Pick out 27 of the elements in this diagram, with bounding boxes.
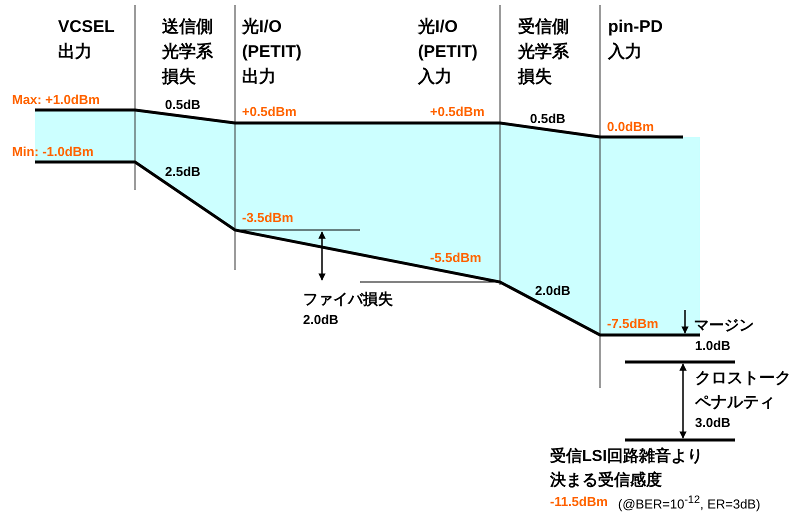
power-value: +0.5dBm xyxy=(430,104,485,120)
loss-name: クロストークペナルティ xyxy=(695,369,792,413)
loss-name: マージン xyxy=(694,317,754,335)
loss-value: 2.5dB xyxy=(165,164,200,180)
power-value: +0.5dBm xyxy=(242,104,297,120)
column-header: 光I/O (PETIT) 入力 xyxy=(418,16,478,88)
loss-value: 2.0dB xyxy=(535,283,570,299)
column-header: pin-PD 入力 xyxy=(608,16,664,63)
power-value: -7.5dBm xyxy=(607,316,658,332)
power-value: -5.5dBm xyxy=(430,250,482,266)
loss-value: 1.0dB xyxy=(695,338,730,354)
condition-note: (@BER=10$^{-12}$, ER=3dB) xyxy=(618,494,760,512)
column-header: 光I/O (PETIT) 出力 xyxy=(242,16,302,88)
column-header: VCSEL 出力 xyxy=(58,16,116,63)
sensitivity-note: 受信LSI回路雑音より決まる受信感度 xyxy=(550,446,704,491)
power-value: -11.5dBm xyxy=(550,494,608,510)
power-value: Max: +1.0dBm xyxy=(12,92,100,108)
loss-value: 2.0dB xyxy=(303,312,338,328)
loss-name: ファイバ損失 xyxy=(303,291,393,309)
power-value: Min: -1.0dBm xyxy=(12,144,94,160)
loss-value: 0.5dB xyxy=(530,111,566,127)
loss-value: 0.5dB xyxy=(165,97,200,113)
power-value: -3.5dBm xyxy=(242,210,294,226)
column-header: 受信側光学系損失 xyxy=(518,16,570,88)
column-header: 送信側光学系損失 xyxy=(162,16,214,88)
power-value: 0.0dBm xyxy=(607,119,654,135)
loss-value: 3.0dB xyxy=(695,415,730,431)
